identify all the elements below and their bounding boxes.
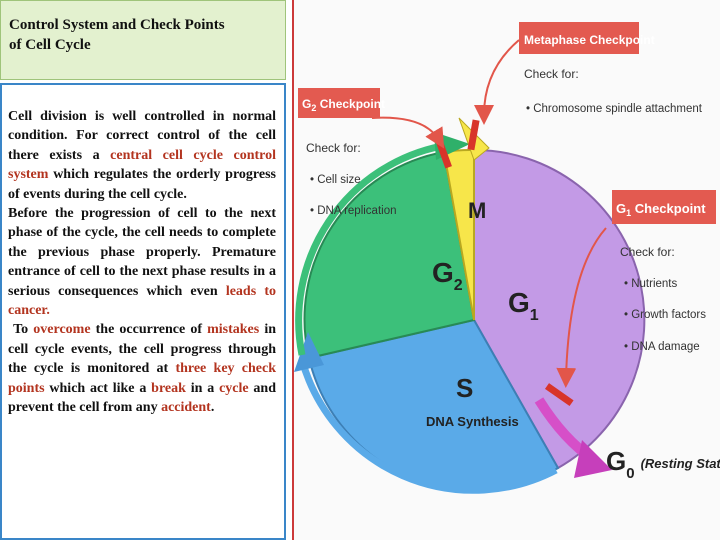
p3-highlight-4: break bbox=[151, 380, 186, 396]
g2-check-for: Check for: bbox=[306, 141, 361, 155]
p3-highlight-5: cycle bbox=[219, 380, 249, 396]
page-title-line1: Control System and Check Points bbox=[9, 17, 225, 33]
g2-checkpoint-title: G2 Checkpoint bbox=[302, 97, 385, 113]
cell-cycle-diagram: M G2 G1 S DNA Synthesis G0(Resting State… bbox=[292, 0, 720, 540]
p3-text-f: and prevent the cell from any bbox=[8, 380, 280, 416]
g1-checkpoint-title: G1 Checkpoint bbox=[616, 201, 706, 218]
g1-phase-label: G1 bbox=[508, 287, 539, 324]
g1-checkpoint-marker bbox=[544, 383, 574, 407]
g1-phase-sector bbox=[473, 148, 646, 470]
p1-text-b: which regulates the orderly progress of … bbox=[8, 167, 276, 202]
metaphase-check-for: Check for: bbox=[524, 67, 579, 81]
g0-exit-arrowhead bbox=[574, 440, 612, 478]
cycle-arrowhead-blue bbox=[294, 332, 324, 372]
p3-highlight-3: three key check points bbox=[8, 361, 280, 396]
g1-checkpoint-box bbox=[612, 190, 716, 224]
m-phase-label: M bbox=[468, 198, 486, 223]
body-text-box: Cell division is well controlled in norm… bbox=[0, 83, 286, 540]
p3-text-b: the occurrence of bbox=[90, 322, 208, 338]
g1-item-2: • Growth factors bbox=[624, 309, 706, 321]
g2-item-2: • DNA replication bbox=[310, 205, 397, 217]
g1-item-1: • Nutrients bbox=[624, 278, 678, 290]
g1-item-3: • DNA damage bbox=[624, 341, 700, 353]
p3-text-d: which act like a bbox=[44, 380, 152, 396]
metaphase-checkpoint-box bbox=[519, 22, 639, 54]
metaphase-pointer-arrow bbox=[474, 39, 520, 125]
g2-pointer-arrow bbox=[371, 116, 445, 149]
p3-text-g: . bbox=[210, 400, 215, 416]
s-phase-description: DNA Synthesis bbox=[426, 414, 519, 429]
g2-item-1: • Cell size bbox=[310, 174, 361, 186]
metaphase-item-1: • Chromosome spindle attachment bbox=[526, 103, 703, 115]
p1-highlight: central cell cycle control system bbox=[8, 147, 277, 183]
p2-text-a: Before the progression of cell to the ne… bbox=[8, 206, 276, 299]
metaphase-checkpoint-title: Metaphase Checkpoint bbox=[524, 33, 655, 47]
metaphase-checkpoint-marker bbox=[467, 119, 480, 151]
p1-text-a: Cell division is well controlled in norm… bbox=[8, 109, 276, 163]
s-phase-label: S bbox=[456, 373, 473, 403]
p3-text-c: in cell cycle events, the cell progress … bbox=[8, 322, 280, 377]
page-title-line2: of Cell Cycle bbox=[9, 37, 91, 53]
g0-label: G0(Resting State) bbox=[606, 446, 720, 482]
g1-check-for: Check for: bbox=[620, 245, 675, 259]
p3-text-e: in a bbox=[185, 380, 220, 396]
title-box: Control System and Check Points of Cell … bbox=[0, 0, 286, 80]
g1-pointer-arrow bbox=[556, 227, 607, 388]
g2-phase-sector bbox=[303, 150, 476, 360]
paragraph-3: To overcome the occurrence of mistakes i… bbox=[8, 320, 276, 417]
cell-cycle-svg: M G2 G1 S DNA Synthesis G0(Resting State… bbox=[294, 22, 720, 494]
g2-phase-label: G2 bbox=[432, 257, 463, 294]
p2-highlight: leads to cancer. bbox=[8, 283, 276, 319]
p3-highlight-2: mistakes bbox=[207, 322, 260, 338]
paragraph-1: Cell division is well controlled in norm… bbox=[8, 107, 276, 204]
g2-checkpoint-box bbox=[298, 88, 380, 118]
p3-highlight-6: accident bbox=[161, 400, 211, 416]
cycle-arrow-green bbox=[295, 142, 443, 356]
paragraph-2: Before the progression of cell to the ne… bbox=[8, 204, 276, 320]
p3-highlight-1: overcome bbox=[33, 322, 91, 338]
cycle-arrow-blue bbox=[298, 359, 558, 494]
p3-text-a: To bbox=[8, 322, 34, 338]
